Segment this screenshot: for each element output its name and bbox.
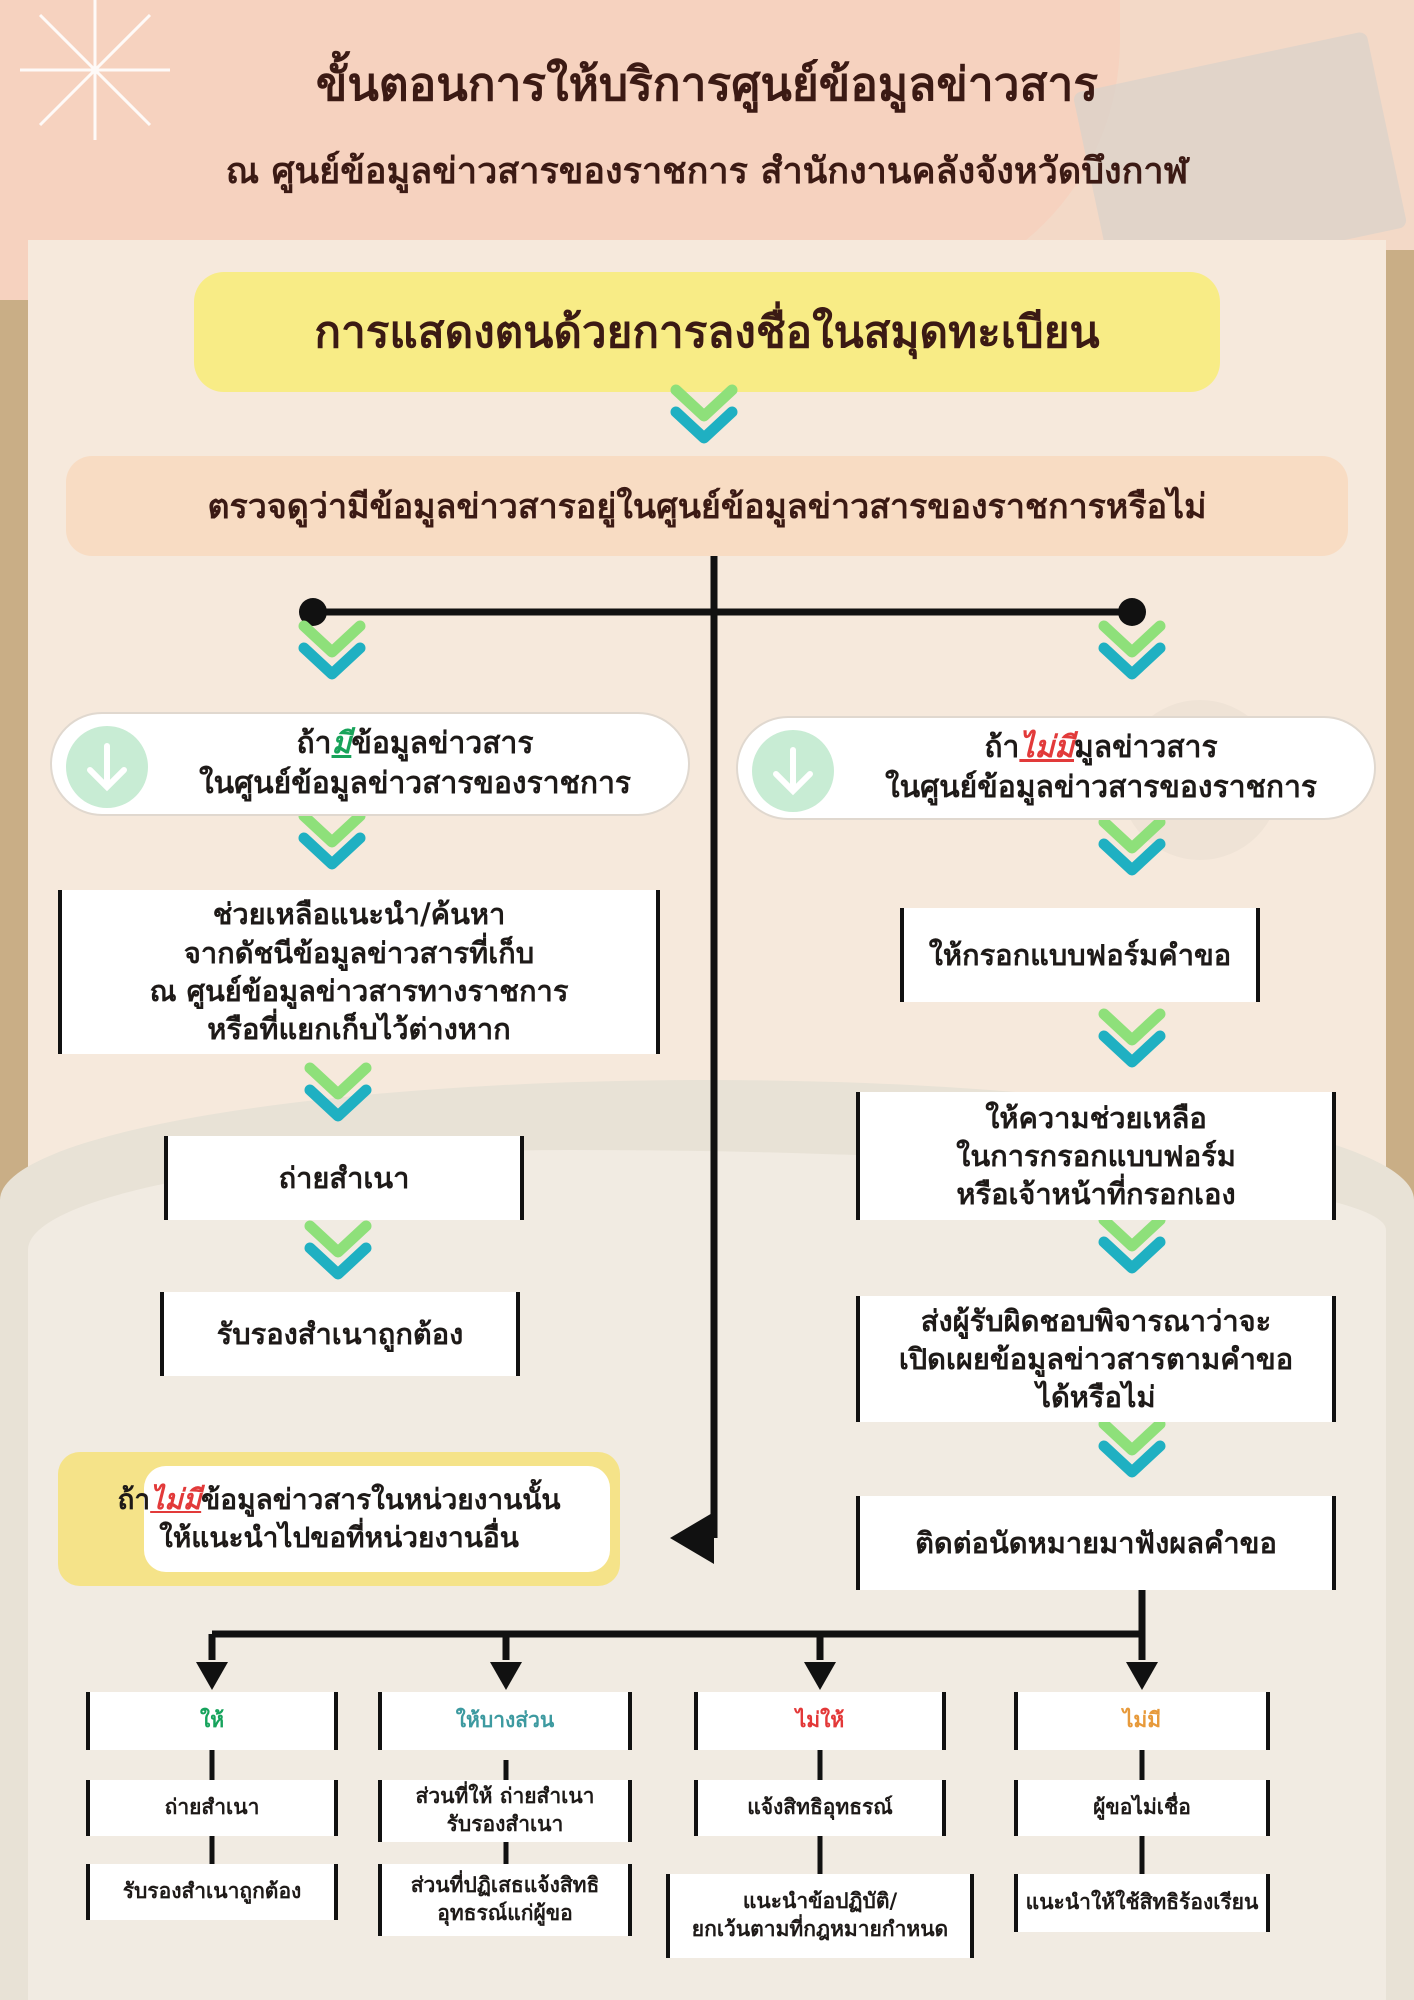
- arrow-down-circle-icon: [752, 730, 834, 812]
- arrow-down-circle-icon: [66, 726, 148, 808]
- chevron-down-icon: [1104, 822, 1160, 870]
- step-certify: รับรองสำเนาถูกต้อง: [160, 1292, 520, 1376]
- sparkle-icon: [20, 0, 170, 140]
- step-appointment: ติดต่อนัดหมายมาฟังผลคำขอ: [856, 1496, 1336, 1590]
- chevron-down-icon: [676, 390, 732, 438]
- step-register: การแสดงตนด้วยการลงชื่อในสมุดทะเบียน: [194, 272, 1220, 392]
- cond-prefix: ถ้า: [984, 729, 1020, 765]
- page-title: ขั้นตอนการให้บริการศูนย์ข้อมูลข่าวสาร: [315, 57, 1099, 111]
- step-consider: ส่งผู้รับผิดชอบพิจารณาว่าจะ เปิดเผยข้อมู…: [856, 1296, 1336, 1422]
- branch-dot-left: [299, 598, 327, 626]
- outcome-header-deny: ไม่ให้: [694, 1692, 946, 1750]
- outcome-none-item1: ผู้ขอไม่เชื่อ: [1014, 1780, 1270, 1836]
- chevron-down-icon: [304, 816, 360, 864]
- step-check-info: ตรวจดูว่ามีข้อมูลข่าวสารอยู่ในศูนย์ข้อมู…: [66, 456, 1348, 556]
- note-no-info-refer: ถ้าไม่มีข้อมูลข่าวสารในหน่วยงานนั้น ให้แ…: [58, 1452, 620, 1586]
- outcome-partial-item1: ส่วนที่ให้ ถ่ายสำเนารับรองสำเนา: [378, 1780, 632, 1842]
- cond-line2: ในศูนย์ข้อมูลข่าวสารของราชการ: [198, 766, 632, 801]
- condition-has-info: ถ้ามีข้อมูลข่าวสาร ในศูนย์ข้อมูลข่าวสารข…: [50, 712, 690, 816]
- chevron-down-icon: [1104, 626, 1160, 674]
- cond-keyword-no: ไม่มี: [1019, 729, 1074, 765]
- outcome-give-item1: ถ่ายสำเนา: [86, 1780, 338, 1836]
- outcome-deny-item1: แจ้งสิทธิอุทธรณ์: [694, 1780, 946, 1836]
- step-fill-form: ให้กรอกแบบฟอร์มคำขอ: [900, 908, 1260, 1002]
- cond-line2: ในศูนย์ข้อมูลข่าวสารของราชการ: [884, 770, 1318, 805]
- arrow-left-head: [670, 1512, 714, 1564]
- chevron-down-icon: [310, 1226, 366, 1274]
- note-keyword: ไม่มี: [150, 1483, 202, 1517]
- cond-suffix: ข้อมูลข่าวสาร: [351, 725, 534, 761]
- outcome-header-none: ไม่มี: [1014, 1692, 1270, 1750]
- step-help-form: ให้ความช่วยเหลือ ในการกรอกแบบฟอร์ม หรือเ…: [856, 1092, 1336, 1220]
- chevron-down-icon: [304, 626, 360, 674]
- step-assist-search: ช่วยเหลือแนะนำ/ค้นหา จากดัชนีข้อมูลข่าวส…: [58, 890, 660, 1054]
- outcome-give-item2: รับรองสำเนาถูกต้อง: [86, 1864, 338, 1920]
- outcome-partial-item2: ส่วนที่ปฏิเสธแจ้งสิทธิอุทธรณ์แก่ผู้ขอ: [378, 1864, 632, 1936]
- outcome-deny-item2: แนะนำข้อปฏิบัติ/ยกเว้นตามที่กฎหมายกำหนด: [666, 1874, 974, 1958]
- condition-no-info: ถ้าไม่มีมูลข่าวสาร ในศูนย์ข้อมูลข่าวสารข…: [736, 716, 1376, 820]
- outcome-none-item2: แนะนำให้ใช้สิทธิร้องเรียน: [1014, 1874, 1270, 1932]
- outcome-header-partial: ให้บางส่วน: [378, 1692, 632, 1750]
- page-subtitle: ณ ศูนย์ข้อมูลข่าวสารของราชการ สำนักงานคล…: [225, 151, 1189, 192]
- cond-prefix: ถ้า: [296, 725, 332, 761]
- chevron-down-icon: [1104, 1220, 1160, 1268]
- chevron-down-icon: [310, 1068, 366, 1116]
- cond-suffix: มูลข่าวสาร: [1074, 729, 1218, 765]
- step-copy: ถ่ายสำเนา: [164, 1136, 524, 1220]
- cond-keyword-has: มี: [331, 725, 352, 761]
- outcome-header-give: ให้: [86, 1692, 338, 1750]
- chevron-down-icon: [1104, 1014, 1160, 1062]
- chevron-down-icon: [1104, 1424, 1160, 1472]
- branch-dot-right: [1118, 598, 1146, 626]
